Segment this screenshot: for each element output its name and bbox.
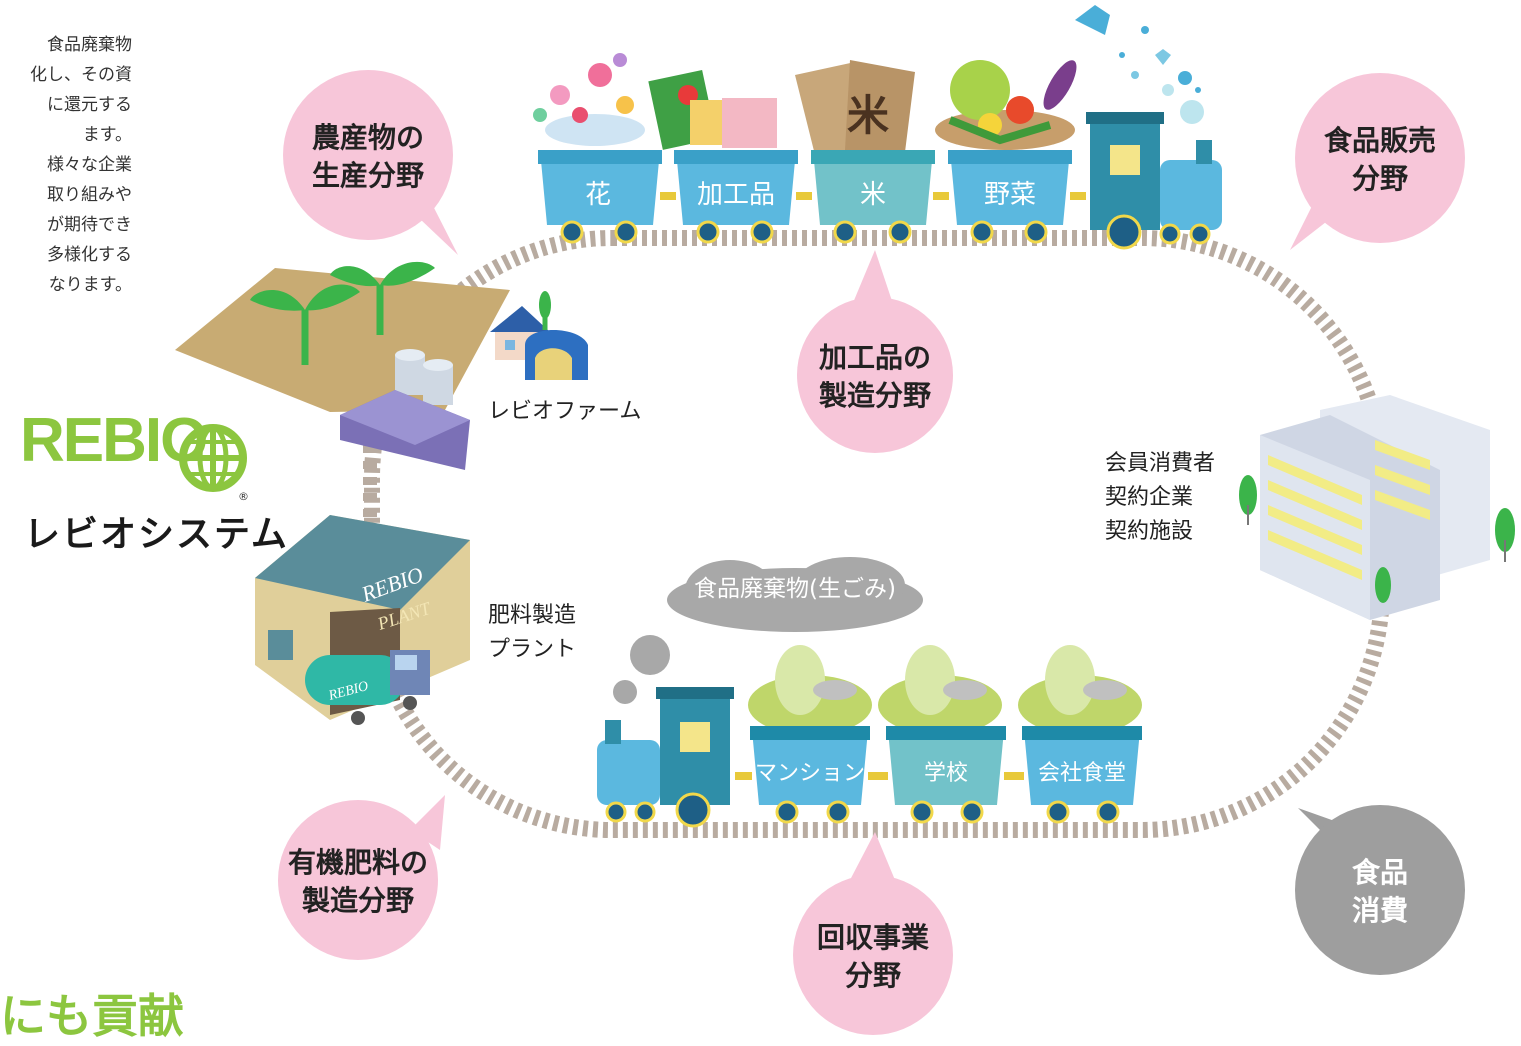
train-car-label: 花 [585,180,611,210]
bubble-line: 回収事業 [817,921,929,954]
bubble-line: 分野 [1352,162,1408,195]
rebio-logo [179,424,247,492]
vegetables-icon [935,60,1077,150]
train-car-label: 会社食堂 [1038,761,1126,786]
train-car-label: 米 [860,180,886,210]
logo-wordmark: REBIO [20,406,208,475]
bubble-processing: 加工品の 製造分野 [797,250,953,453]
train-car-processed: 加工品 [674,150,798,225]
sprout-icon [250,284,360,365]
silo-factory-icon [340,349,470,470]
intro-line: 多様化する [47,245,132,265]
intro-text: 食品廃棄物 化し、その資 に還元する ます。 様々な企業 取り組みや が期待でき… [0,30,132,300]
bubble-line: 加工品の [819,341,931,374]
produce-train: 米 花 加工品 米 野菜 [533,5,1222,250]
food-waste-heap-icon [1018,645,1142,735]
consumers-label-line1: 会員消費者 [1105,451,1215,476]
bubble-agriculture: 農産物の 生産分野 [283,70,458,255]
bubble-collection: 回収事業 分野 [793,832,953,1035]
intro-line: ます。 [82,125,132,145]
train-car-school: 学校 [886,726,1006,805]
bubble-line: 食品販売 [1324,124,1436,157]
intro-line: 食品廃棄物 [47,35,132,55]
food-waste-heap-icon [878,645,1002,735]
bubble-line: 消費 [1352,894,1408,927]
consumers-label-line2: 契約企業 [1105,485,1193,510]
heart-smoke-icon [1075,5,1204,124]
bubble-line: 分野 [845,959,901,992]
rice-char: 米 [847,91,889,140]
train-car-label: 野菜 [984,180,1036,210]
train-car-cafeteria: 会社食堂 [1022,726,1142,805]
bubble-line: 有機肥料の [288,846,428,879]
bubble-retail: 食品販売 分野 [1290,73,1465,250]
intro-line: に還元する [47,95,132,115]
intro-line: 取り組みや [47,185,132,205]
intro-line: が期待でき [47,215,132,235]
train-car-vegetables: 野菜 [948,150,1072,225]
train-wheels [560,214,1211,250]
apartment-buildings-icon [1239,395,1515,620]
processed-goods-icon [648,69,777,150]
train-car-rice: 米 [811,150,935,225]
flowers-icon [533,53,645,146]
waste-cloud-label: 食品廃棄物(生ごみ) [694,576,896,602]
plant-label-line1: 肥料製造 [488,603,576,628]
locomotive-icon [597,687,734,805]
bubble-fertilizer: 有機肥料の 製造分野 [278,795,445,960]
intro-line: 化し、その資 [30,65,132,85]
bubble-line: 生産分野 [312,159,424,192]
plant-label-line2: プラント [488,637,576,662]
consumers-label-line3: 契約施設 [1105,519,1193,544]
train-car-mansion: マンション [750,726,870,805]
bubble-line: 製造分野 [302,884,414,917]
smoke-puff [613,680,637,704]
intro-line: 様々な企業 [47,155,132,175]
waste-cloud: 食品廃棄物(生ごみ) [667,557,923,632]
smoke-puff [630,635,670,675]
bubble-line: 農産物の [312,121,424,154]
sprout-icon [330,261,435,335]
train-car-label: マンション [755,761,865,786]
farm-house-icon [490,291,588,380]
train-wheels [605,792,1120,828]
waste-train: 食品廃棄物(生ごみ) マンション 学校 [597,557,1142,828]
locomotive-icon [1086,112,1222,230]
logo-subtitle: レビオシステム [24,514,289,555]
train-car-label: 加工品 [697,180,775,210]
bubble-line: 食品 [1352,856,1408,889]
bubble-consumption: 食品 消費 [1295,805,1465,975]
collection-truck-icon: REBIO [305,650,430,725]
rice-sacks-icon: 米 [795,60,915,155]
section-heading: にも貢献 [0,989,184,1043]
food-waste-heap-icon [748,645,872,735]
bubble-line: 製造分野 [819,379,931,412]
farm-label: レビオファーム [488,399,641,424]
train-car-flowers: 花 [538,150,662,225]
registered-mark: ® [238,490,249,503]
train-car-label: 学校 [924,761,968,786]
intro-line: なります。 [48,275,132,295]
